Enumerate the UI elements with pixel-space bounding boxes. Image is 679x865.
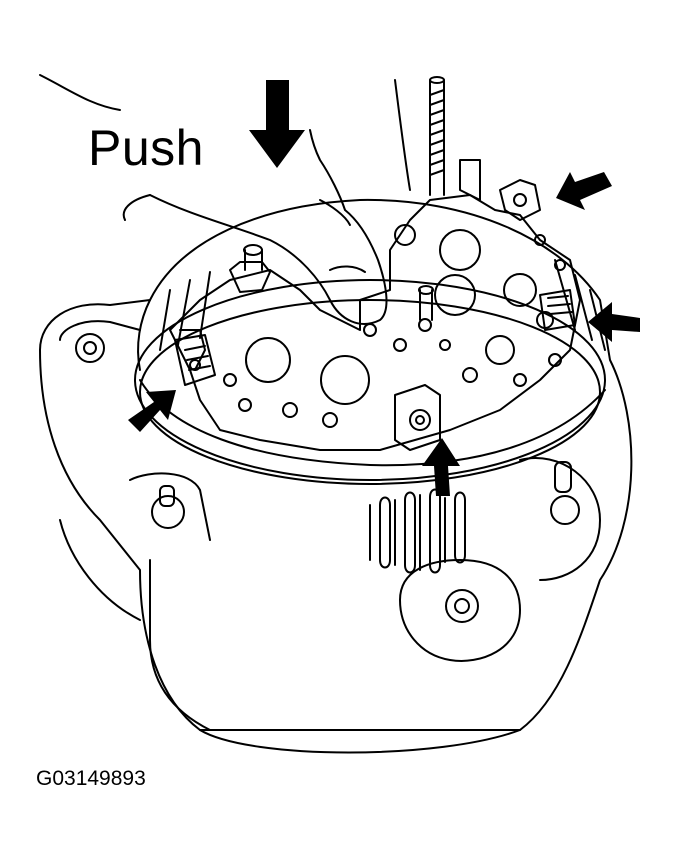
alternator-housing xyxy=(39,198,633,754)
arrow-right xyxy=(588,302,640,342)
hand-pressing xyxy=(39,74,411,325)
terminal-clip-left xyxy=(174,334,216,386)
figure-code: G03149893 xyxy=(36,767,146,790)
arrow-front xyxy=(422,438,460,496)
terminal-clip-right xyxy=(539,289,576,331)
push-arrow xyxy=(249,80,305,168)
stud-bolt xyxy=(429,76,481,201)
terminal-clip-front xyxy=(394,384,441,451)
terminal-clip-upper-right xyxy=(499,179,541,221)
arrow-upper-right xyxy=(556,172,612,210)
push-label: Push xyxy=(88,120,204,176)
housing-rim xyxy=(134,259,606,485)
arrow-left xyxy=(128,390,176,432)
